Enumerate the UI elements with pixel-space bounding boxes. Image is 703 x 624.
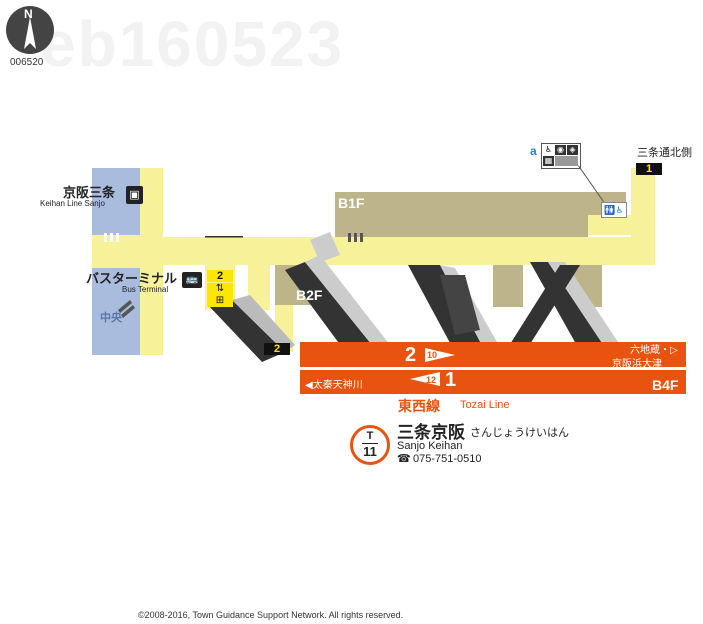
- stair-hatch-center: [118, 300, 135, 318]
- compass-label: N: [24, 7, 33, 21]
- track2-number: 2: [405, 344, 417, 366]
- line-name-ja: 東西線: [398, 398, 440, 414]
- escalator-4: [500, 265, 580, 360]
- watermark: eb160523: [40, 8, 345, 80]
- facility-icons: ♿ ◉ ◈ ▦: [541, 143, 581, 169]
- corridor-b1f-connector: [588, 215, 631, 235]
- escalator-6: [440, 275, 480, 335]
- bus-label-en: Bus Terminal: [122, 285, 169, 294]
- b1f-area: [335, 192, 588, 237]
- keihan-label-en: Keihan Line Sanjo: [40, 199, 105, 208]
- line-code: T: [366, 430, 374, 442]
- corridor-b2f-box: [248, 262, 270, 310]
- exit-2-top: 2: [207, 270, 233, 282]
- corridor-main: [163, 237, 655, 265]
- floor-label-b1f: B1F: [338, 195, 365, 211]
- restroom-icon: 🚻: [604, 205, 616, 215]
- phone-icon: ☎: [397, 453, 411, 465]
- direction-east-2: 京阪浜大津: [612, 359, 662, 370]
- accessible-icon: ♿: [544, 145, 553, 154]
- floor-label-b2f: B2F: [296, 287, 323, 303]
- direction-west: ◀太秦天神川: [305, 380, 363, 391]
- station-name-kana: さんじょうけいはん: [470, 427, 569, 439]
- b2f-box-2: [493, 265, 523, 307]
- stair-hatch-b1f: [348, 233, 363, 242]
- elevator-icon: ⇅⊞: [207, 283, 233, 307]
- exit-1: 1: [636, 163, 662, 175]
- exit-2-bottom: 2: [264, 343, 290, 355]
- direction-east-1: 六地蔵・▷: [630, 345, 678, 356]
- station-number-badge: T 11: [350, 425, 390, 465]
- keihan-label-ja: 京阪三条: [63, 185, 116, 200]
- accessible-restroom-icon: ♿: [615, 205, 624, 215]
- track1-car: 12: [426, 375, 437, 385]
- escalator-1-shadow: [305, 255, 390, 355]
- restroom-icons: 🚻♿: [601, 202, 627, 218]
- escalator-1: [285, 262, 380, 365]
- platform-edge: [300, 367, 686, 370]
- station-name-ja: 三条京阪: [397, 423, 465, 442]
- station-phone: 075-751-0510: [413, 453, 482, 465]
- diaper-icon: ◈: [567, 145, 578, 155]
- track1-arrow: [410, 372, 440, 386]
- center-label: 中央: [100, 312, 122, 324]
- track2-arrow: [425, 348, 455, 362]
- facility-gray-block: [555, 156, 578, 166]
- copyright: ©2008-2016, Town Guidance Support Networ…: [138, 610, 404, 620]
- track1-number: 1: [445, 369, 457, 391]
- line-name-en: Tozai Line: [460, 399, 510, 411]
- corridor-divider: [205, 236, 243, 238]
- escalator-bus-shadow: [232, 295, 295, 352]
- badge-divider: [362, 443, 378, 444]
- track2-car: 10: [427, 350, 438, 360]
- facility-a-label: a: [530, 144, 537, 158]
- coin-locker-icon: ▦: [543, 156, 554, 166]
- train-icon: ▣: [126, 186, 143, 204]
- sanjo-north-label: 三条通北側: [637, 147, 692, 159]
- compass-icon: N: [5, 5, 55, 55]
- stair-hatch-keihan: [104, 233, 119, 242]
- floor-label-b4f: B4F: [652, 377, 679, 393]
- bus-icon: 🚌: [182, 272, 202, 288]
- bus-label-ja: バスターミナル: [86, 271, 178, 286]
- corridor-keihan-cross: [92, 235, 163, 268]
- escalator-5: [310, 232, 340, 262]
- map-id: 006520: [10, 57, 44, 68]
- station-name-en: Sanjo Keihan: [397, 440, 463, 452]
- station-number: 11: [363, 444, 377, 459]
- corridor-right-vertical: [631, 168, 655, 265]
- baby-icon: ◉: [555, 145, 566, 155]
